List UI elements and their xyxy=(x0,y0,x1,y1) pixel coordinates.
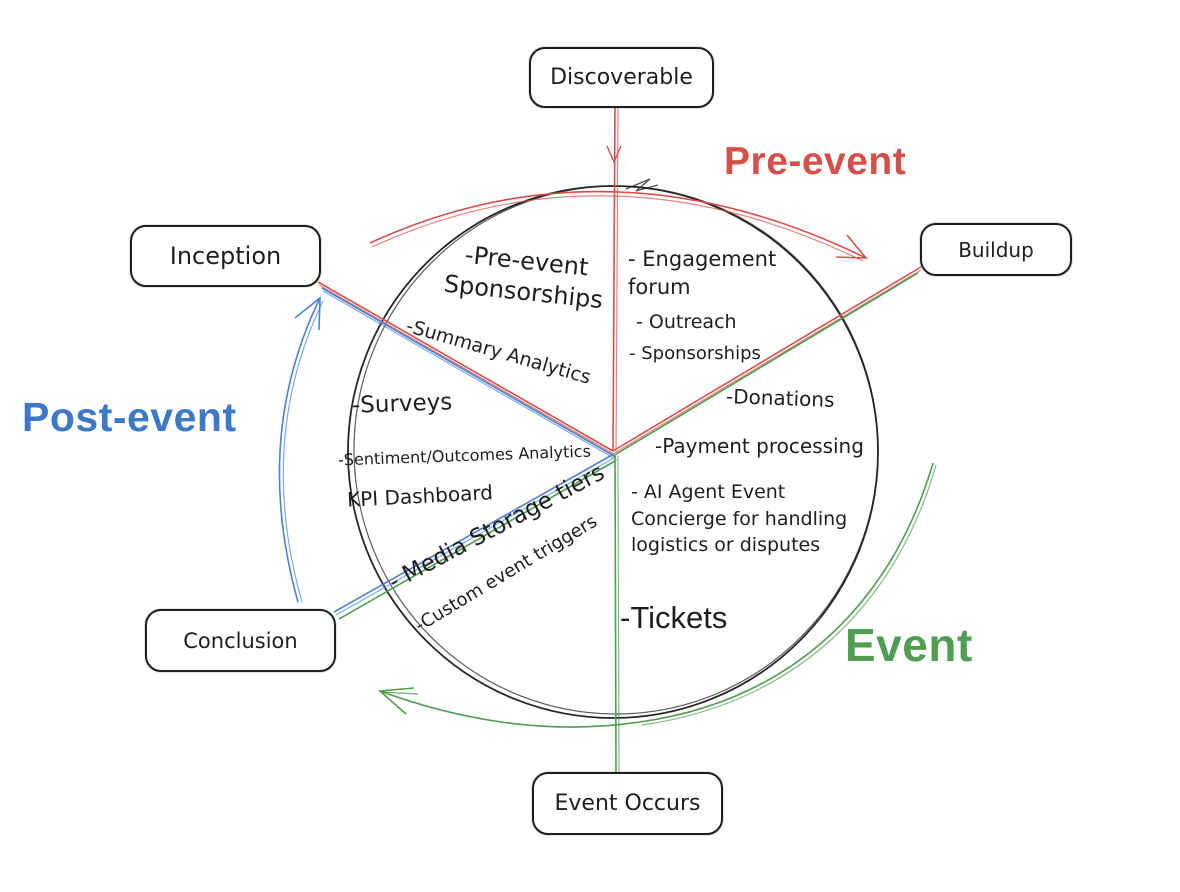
blue-arrowhead-icon xyxy=(294,296,321,331)
stage-box-conclusion[interactable]: Conclusion xyxy=(145,609,336,672)
green-arrowhead-icon xyxy=(378,687,415,715)
stage-box-inception-label: Inception xyxy=(169,242,282,270)
red-arrowhead-down-icon xyxy=(606,145,622,164)
stage-box-event-occurs[interactable]: Event Occurs xyxy=(532,772,723,835)
stage-box-discoverable[interactable]: Discoverable xyxy=(529,47,714,108)
note-surveys: -Surveys xyxy=(351,389,453,419)
event-arc xyxy=(378,462,937,728)
stage-box-discoverable-label: Discoverable xyxy=(550,65,693,90)
note-donations: -Donations xyxy=(725,384,835,412)
note-tickets: -Tickets xyxy=(620,600,728,635)
stage-box-inception[interactable]: Inception xyxy=(130,225,321,287)
stage-box-buildup[interactable]: Buildup xyxy=(920,223,1072,276)
note-payment-processing: -Payment processing xyxy=(655,434,864,458)
phase-label-event: Event xyxy=(845,619,973,671)
green-spokes xyxy=(338,272,919,773)
post-event-arc xyxy=(278,296,324,603)
phase-label-post-event: Post-event xyxy=(22,394,237,440)
stage-box-buildup-label: Buildup xyxy=(958,237,1034,262)
stage-box-event-occurs-label: Event Occurs xyxy=(554,791,701,816)
note-sponsorships: - Sponsorships xyxy=(629,343,761,364)
note-outreach: - Outreach xyxy=(636,311,737,333)
note-ai-agent-concierge: - AI Agent Event Concierge for handling … xyxy=(631,481,848,557)
stage-box-conclusion-label: Conclusion xyxy=(183,628,298,653)
blue-spokes xyxy=(321,287,618,616)
pre-event-arc xyxy=(369,190,868,262)
note-engagement-forum: - Engagement forum xyxy=(628,247,777,300)
red-spokes xyxy=(317,106,922,455)
phase-label-pre-event: Pre-event xyxy=(724,140,907,183)
red-arrowhead-icon xyxy=(835,234,868,259)
circle-overlap-squiggle xyxy=(625,178,659,192)
